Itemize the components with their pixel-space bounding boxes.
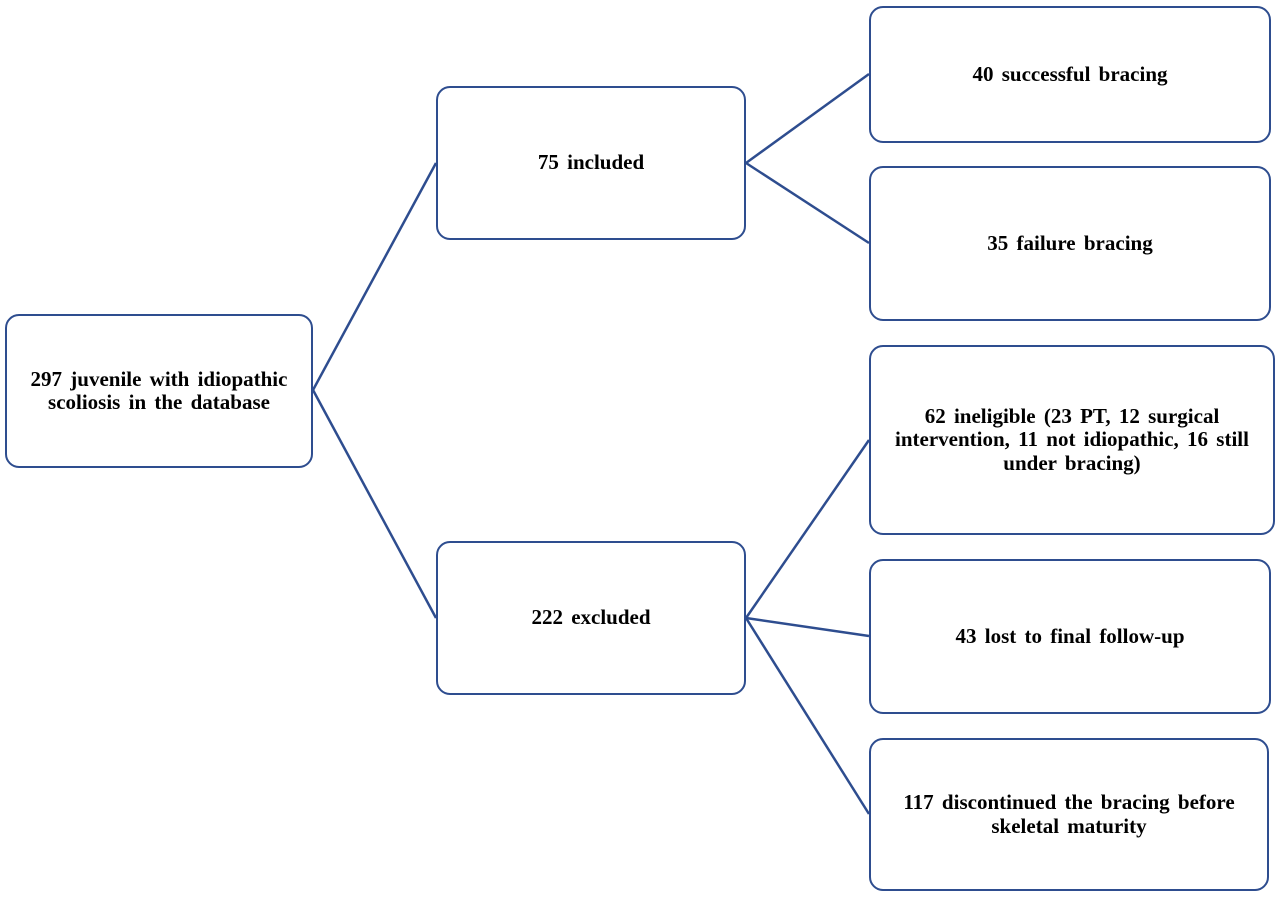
- lost-to-follow-up-node: 43 lost to final follow-up: [869, 559, 1271, 714]
- edge-root-to-included: [311, 162, 438, 391]
- excluded-node: 222 excluded: [436, 541, 746, 695]
- edge-excluded-to-discontinued: [744, 617, 871, 815]
- edge-excluded-to-lost: [745, 616, 870, 638]
- failure-bracing-label: 35 failure bracing: [987, 230, 1153, 255]
- edge-included-to-successful: [745, 72, 870, 165]
- included-node: 75 included: [436, 86, 746, 240]
- edge-root-to-excluded: [311, 389, 438, 619]
- discontinued-bracing-label: 117 discontinued the bracing before skel…: [903, 790, 1235, 838]
- lost-to-follow-up-label: 43 lost to final follow-up: [955, 623, 1185, 648]
- excluded-node-label: 222 excluded: [531, 605, 651, 630]
- discontinued-bracing-node: 117 discontinued the bracing before skel…: [869, 738, 1269, 891]
- ineligible-node: 62 ineligible (23 PT, 12 surgical interv…: [869, 345, 1275, 535]
- successful-bracing-node: 40 successful bracing: [869, 6, 1271, 143]
- edge-included-to-failure: [745, 161, 870, 245]
- included-node-label: 75 included: [537, 150, 645, 175]
- successful-bracing-label: 40 successful bracing: [972, 61, 1168, 86]
- ineligible-label: 62 ineligible (23 PT, 12 surgical interv…: [895, 404, 1249, 475]
- root-node-label: 297 juvenile with idiopathic scoliosis i…: [30, 366, 288, 414]
- failure-bracing-node: 35 failure bracing: [869, 166, 1271, 321]
- root-node: 297 juvenile with idiopathic scoliosis i…: [5, 314, 313, 468]
- edge-excluded-to-ineligible: [744, 439, 871, 619]
